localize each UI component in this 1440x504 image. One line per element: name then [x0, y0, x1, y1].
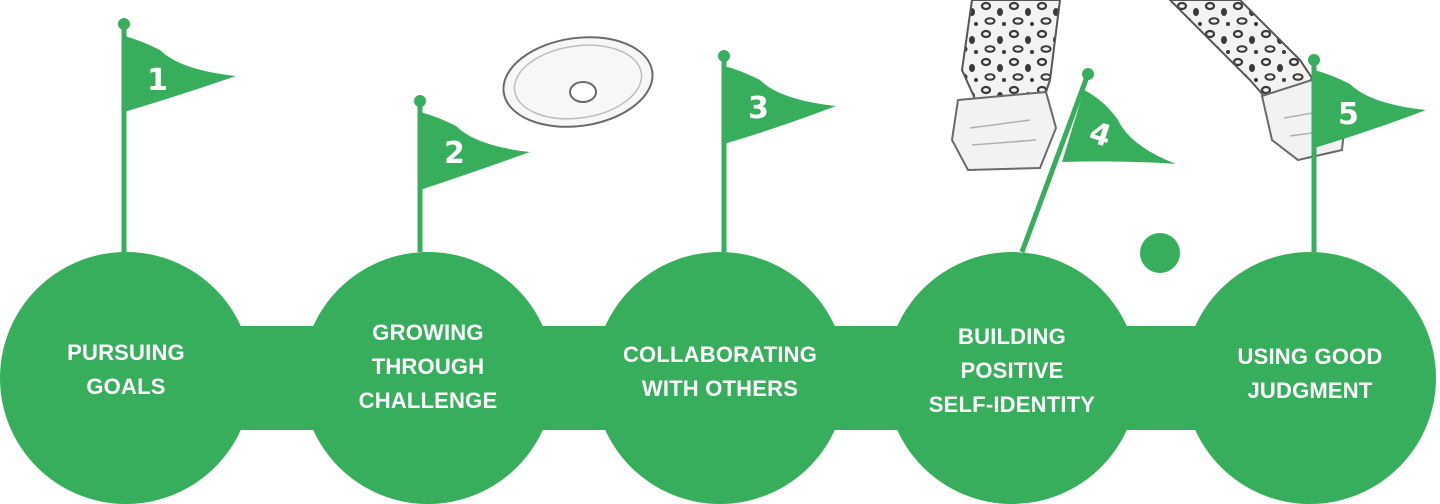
connector-2-3 — [500, 326, 650, 430]
golf-flag-icon — [1019, 68, 1176, 253]
milestone-label-4: BUILDING POSITIVE SELF-IDENTITY — [928, 324, 1096, 417]
golf-flag-icon — [414, 95, 530, 252]
flag-number-2: 2 — [444, 136, 465, 171]
milestone-label-1: PURSUING GOALS — [67, 340, 185, 399]
golf-flag-icon — [1308, 54, 1426, 252]
milestone-circle-1 — [0, 252, 252, 504]
milestone-circle-2 — [302, 252, 554, 504]
flag-number-3: 3 — [748, 91, 769, 126]
milestone-circle-5 — [1184, 252, 1436, 504]
milestone-circle-3 — [594, 252, 846, 504]
milestone-label-2: GROWING THROUGH CHALLENGE — [358, 320, 498, 413]
connector-4-5 — [1082, 326, 1242, 430]
ball-icon — [1140, 233, 1180, 273]
flag-number-1: 1 — [147, 63, 168, 98]
connector-1-2 — [200, 326, 360, 430]
connector-3-4 — [790, 326, 940, 430]
leopard-print-legs-sketch — [950, 0, 1348, 172]
milestone-label-3: COLLABORATING WITH OTHERS — [622, 342, 818, 401]
golf-flag-icon — [718, 50, 836, 252]
milestone-label-5: USING GOOD JUDGMENT — [1237, 344, 1383, 403]
milestone-circle-4 — [886, 252, 1138, 504]
flag-number-5: 5 — [1338, 97, 1359, 132]
golf-flag-icon — [118, 18, 236, 252]
training-cone-icon — [502, 36, 654, 128]
milestone-circles — [0, 252, 1436, 504]
